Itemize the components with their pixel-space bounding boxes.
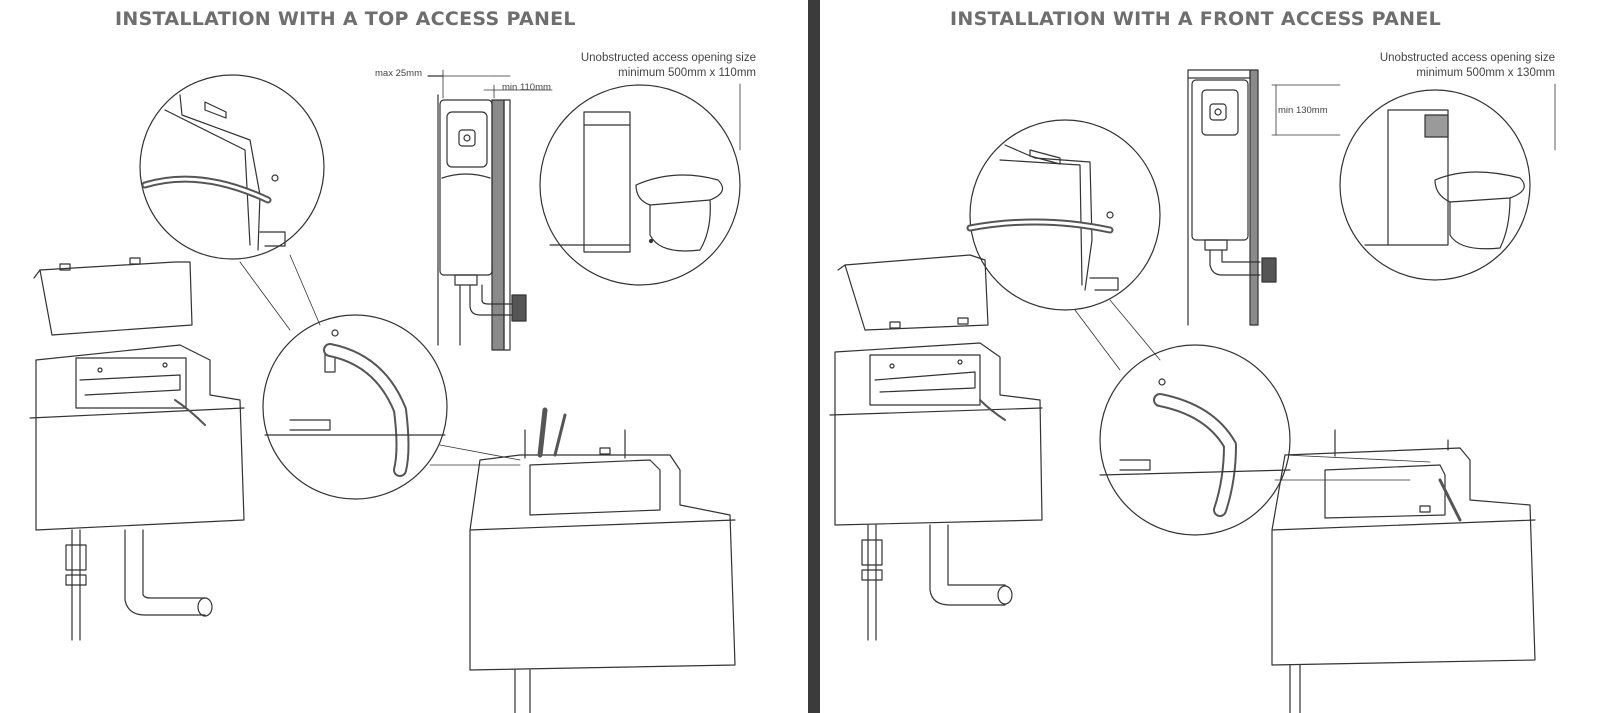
- right-cistern: [1272, 430, 1535, 713]
- top-access-illustration: [0, 0, 808, 713]
- dim-min-130-label: min 130mm: [1278, 105, 1328, 116]
- left-panel-title: INSTALLATION WITH A TOP ACCESS PANEL: [115, 8, 576, 30]
- cable-inset-middle: [1100, 345, 1290, 535]
- right-panel-title: INSTALLATION WITH A FRONT ACCESS PANEL: [950, 8, 1442, 30]
- inset-connectors: [1075, 300, 1430, 480]
- cable-inset-middle: [263, 315, 447, 499]
- dimension-lines: [428, 70, 740, 150]
- wall-section-drawing: [438, 95, 526, 350]
- right-access-note: Unobstructed access opening size minimum…: [1340, 51, 1555, 81]
- cable-inset-top: [140, 75, 324, 259]
- front-access-panel-diagram: INSTALLATION WITH A FRONT ACCESS PANEL U…: [820, 0, 1600, 713]
- left-cistern: [830, 343, 1042, 640]
- front-access-illustration: [820, 0, 1600, 713]
- left-access-note-line1: Unobstructed access opening size: [580, 52, 756, 64]
- wc-unit-inset: [1340, 90, 1530, 280]
- left-access-note-line2: minimum 500mm x 110mm: [618, 67, 756, 79]
- dim-min-label: min 110mm: [502, 82, 551, 93]
- wall-section-drawing: [1188, 70, 1276, 325]
- left-cistern: [30, 345, 244, 640]
- right-cistern: [470, 410, 735, 713]
- panel-divider: [808, 0, 820, 713]
- top-access-panel-diagram: INSTALLATION WITH A TOP ACCESS PANEL Uno…: [0, 0, 808, 713]
- dimension-lines: [1272, 84, 1555, 150]
- cable-inset-top: [970, 120, 1160, 310]
- wc-unit-inset: [540, 85, 740, 285]
- front-access-lid: [838, 255, 988, 330]
- right-access-note-line2: minimum 500mm x 130mm: [1416, 67, 1555, 79]
- access-lid: [34, 258, 192, 335]
- left-access-note: Unobstructed access opening size minimum…: [540, 51, 756, 81]
- dim-max-label: max 25mm: [375, 68, 422, 79]
- inset-connectors: [240, 255, 520, 465]
- right-access-note-line1: Unobstructed access opening size: [1379, 52, 1555, 64]
